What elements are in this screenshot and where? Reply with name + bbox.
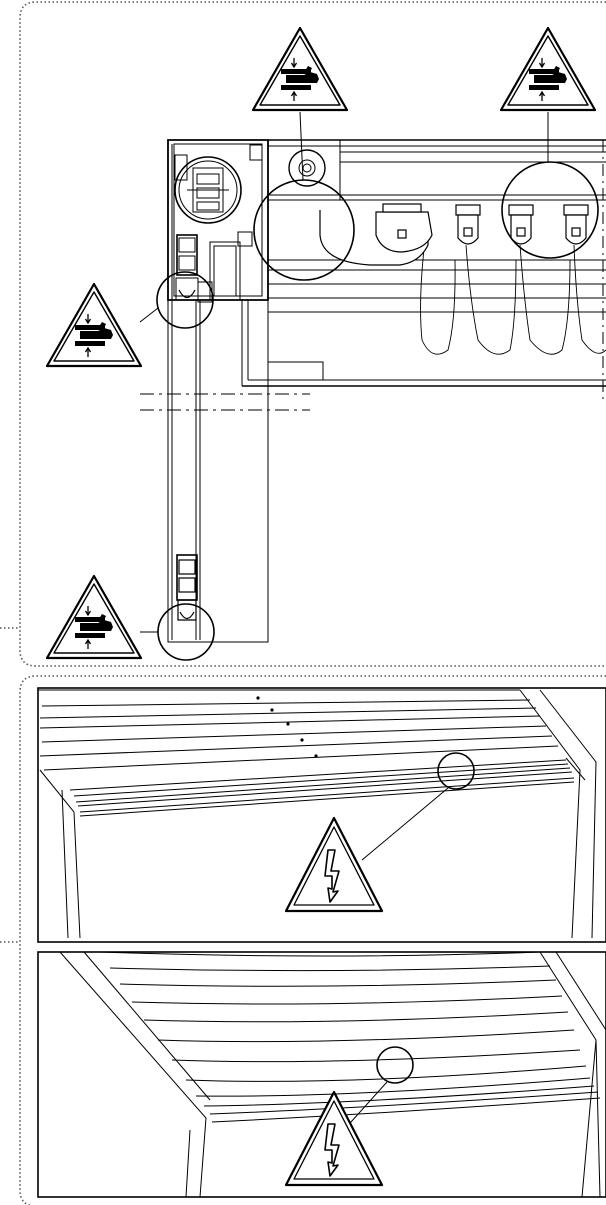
fabric-loops	[420, 239, 606, 355]
section-border-bottom	[19, 675, 606, 1205]
callout-circle-lower-carriage	[157, 603, 215, 661]
callout-circle-shaft	[253, 179, 355, 281]
crush-hand-warning-icon	[499, 26, 597, 112]
crush-hand-warning-icon	[251, 26, 349, 112]
callout-circle-electrical-1	[437, 752, 475, 790]
section-electrical-hazard-perspective	[0, 675, 606, 1205]
perspective-panel-1	[37, 687, 606, 943]
section-border-top	[19, 1, 606, 667]
frame-profile-top	[241, 139, 606, 400]
lower-carriage	[176, 554, 198, 621]
leader-lines	[139, 111, 549, 633]
frame-profile-left	[167, 139, 269, 643]
callout-circle-upper-carriage	[156, 271, 214, 329]
callout-circle-electrical-2	[376, 1046, 414, 1084]
perspective-panel-2	[37, 951, 606, 1198]
section-pinch-hazard-plan	[0, 1, 606, 667]
break-lines	[140, 393, 310, 411]
callout-circle-clips	[501, 161, 599, 259]
crush-hand-warning-icon	[45, 282, 143, 368]
fabric-clips	[319, 203, 589, 266]
crush-hand-warning-icon	[45, 574, 143, 660]
